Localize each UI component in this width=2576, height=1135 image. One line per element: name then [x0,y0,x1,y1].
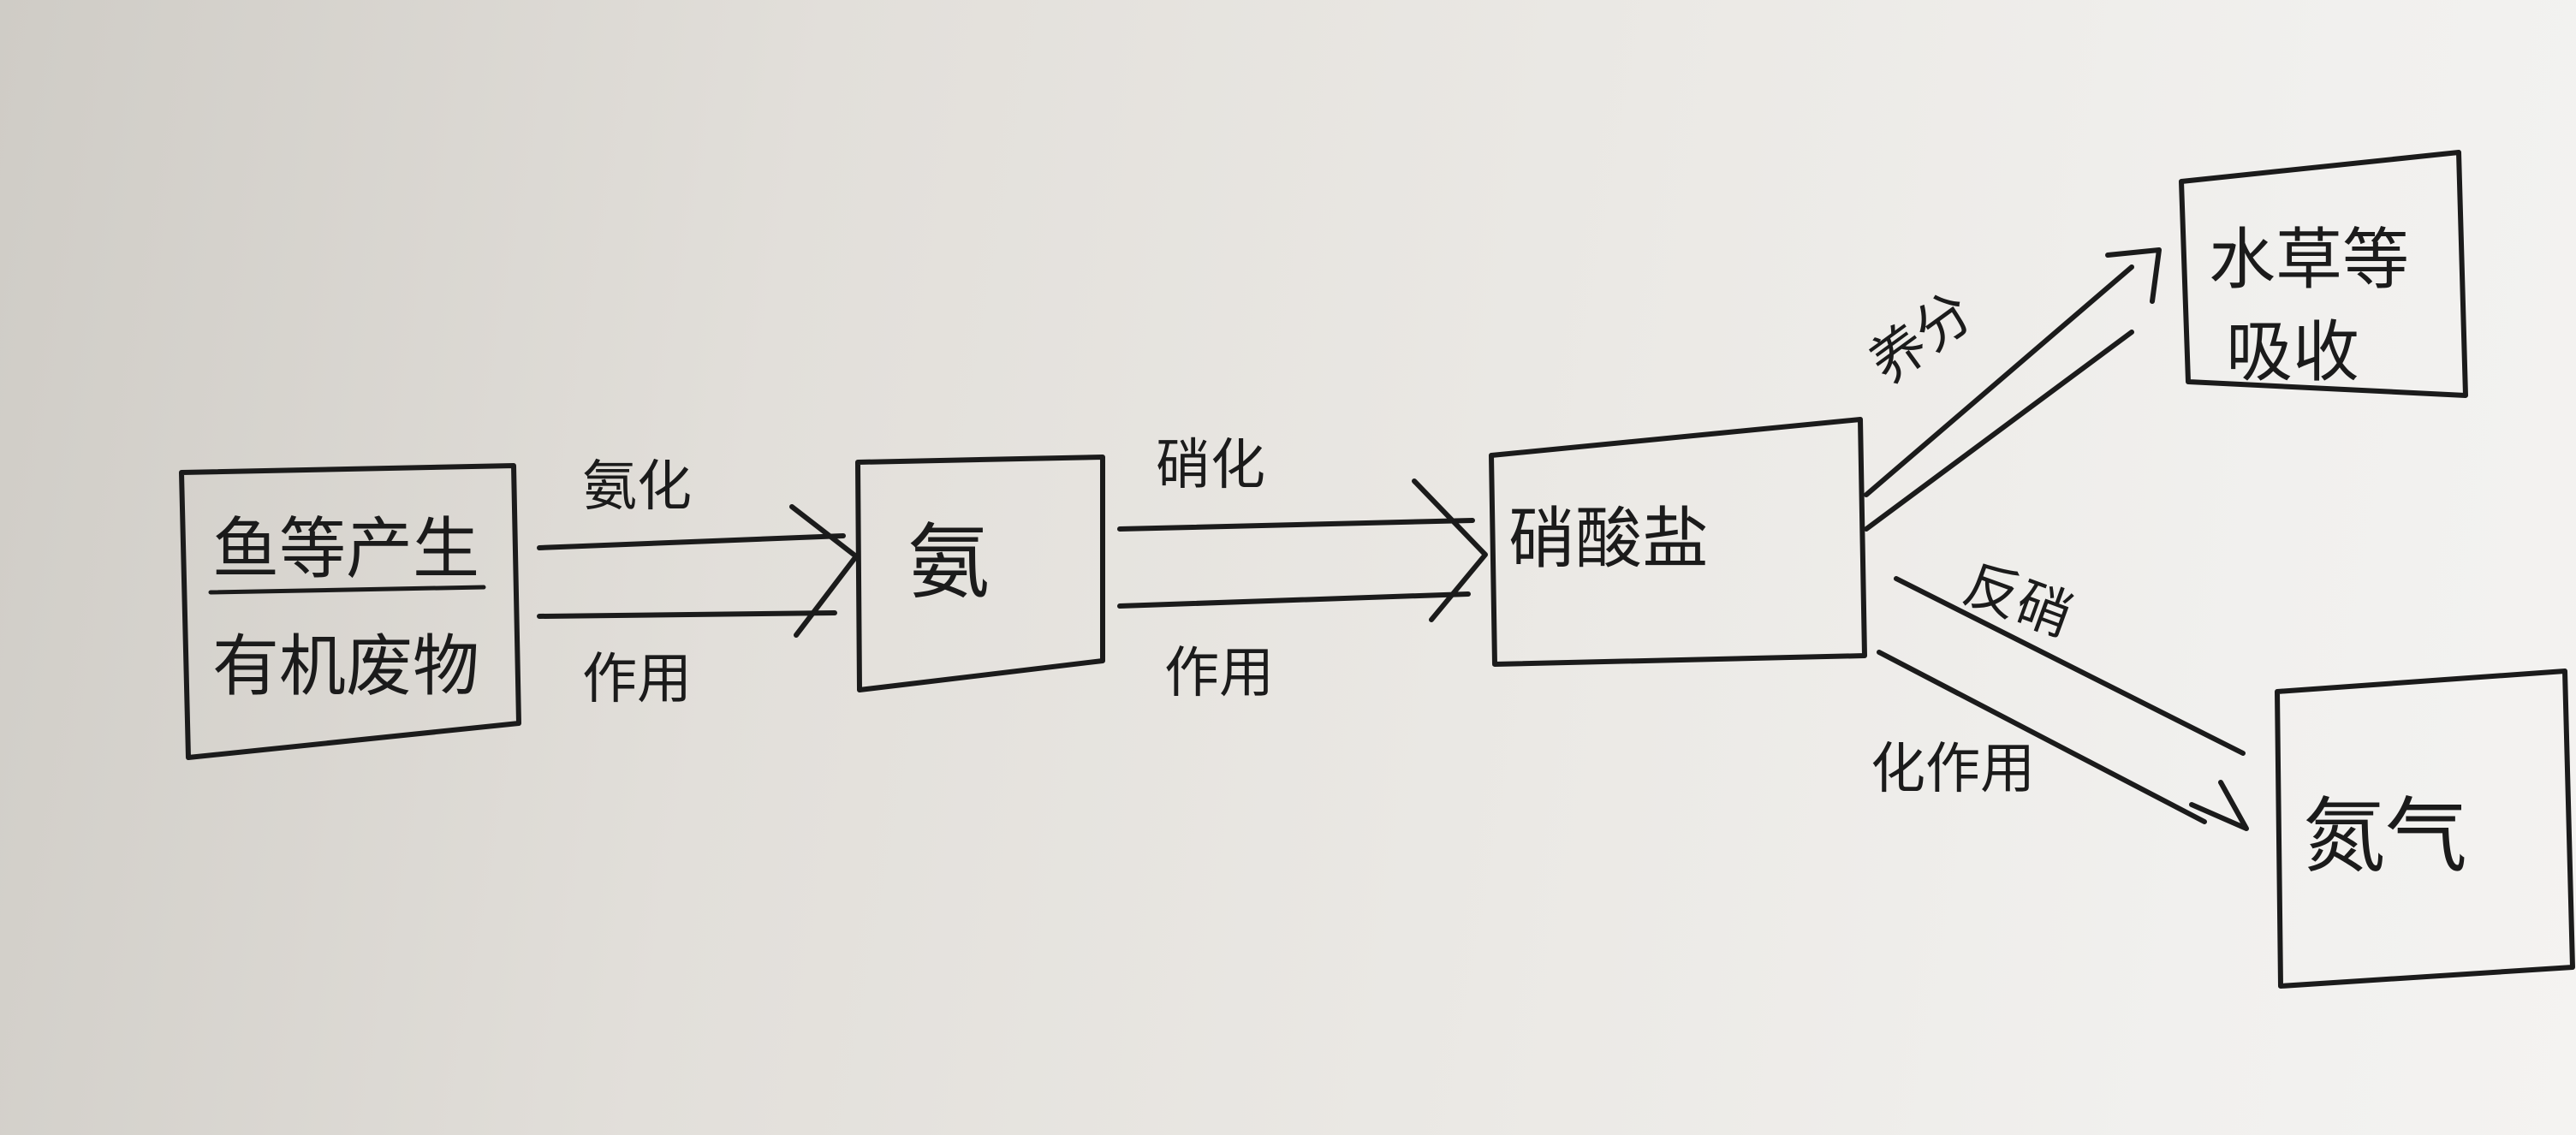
arrow-shaft-lower [1877,650,2207,824]
edge-waste-to-ammonia: 氨化 作用 [537,455,859,711]
node-ammonia: 氨 [855,455,1105,692]
arrow-head [789,504,859,638]
edge-nitrate-to-plants: 养分 [1859,247,2162,532]
arrow-shaft-lower [537,610,837,619]
node-plants-label-line2: 吸收 [2226,314,2359,391]
arrow-shaft-upper [1864,264,2134,497]
edge-label-top: 氨化 [582,455,692,519]
node-waste-label-line2: 有机废物 [212,628,479,705]
node-waste-label-line1: 鱼等产生 [212,511,479,588]
arrow-head [2189,780,2249,831]
node-ammonia-box [855,455,1105,692]
node-plants-label-line1: 水草等 [2209,222,2409,299]
arrow-head [1412,478,1488,622]
edge-nitrate-to-nitrogen: 反硝 化作用 [1871,552,2249,831]
arrow-shaft-lower [1117,591,1471,609]
node-nitrogen: 氮气 [2275,669,2575,989]
node-nitrate-label: 硝酸盐 [1508,501,1709,578]
arrow-shaft-upper [1117,518,1475,532]
edge-label-bottom: 作用 [582,648,692,711]
node-nitrogen-box [2275,669,2575,989]
edge-label-top: 养分 [1859,281,1984,396]
arrow-head [2105,247,2162,304]
arrow-shaft-lower [1864,330,2134,532]
edge-ammonia-to-nitrate: 硝化 作用 [1117,434,1488,705]
edge-label-top: 反硝 [1956,552,2081,649]
node-nitrate-box [1489,417,1867,667]
node-plants-box [2179,150,2468,398]
edge-label-bottom: 化作用 [1871,738,2035,801]
node-waste: 鱼等产生 有机废物 [179,463,521,760]
edge-label-bottom: 作用 [1164,642,1274,705]
node-nitrogen-label: 氮气 [2303,788,2467,884]
arrow-shaft-upper [537,533,846,550]
node-plants: 水草等 吸收 [2179,150,2468,398]
node-waste-underline [208,585,486,595]
arrow-shaft-upper [1894,576,2246,756]
node-waste-box [179,463,521,760]
edge-label-top: 硝化 [1156,434,1265,497]
node-ammonia-label: 氨 [907,514,990,610]
node-nitrate: 硝酸盐 [1489,417,1867,667]
